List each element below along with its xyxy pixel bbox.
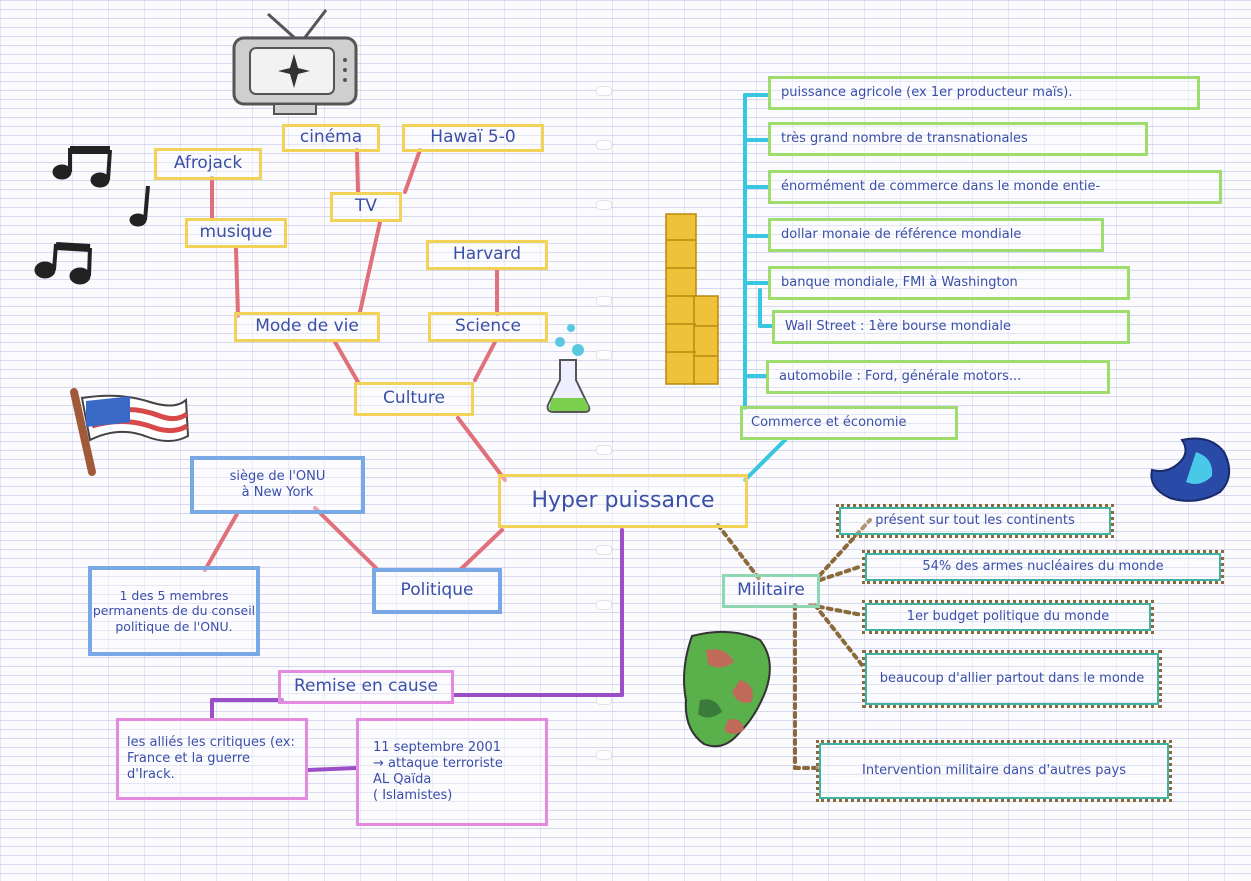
- flask-drawing: [546, 324, 591, 413]
- binder-hole: [596, 200, 612, 210]
- binder-hole: [596, 750, 612, 760]
- camouflage-shape-drawing: [683, 630, 771, 748]
- culture-node: Culture: [354, 382, 474, 416]
- militaire-item-budget: 1er budget politique du monde: [862, 600, 1154, 634]
- politique-node: Politique: [372, 568, 502, 614]
- economie-item-dollar: dollar monaie de référence mondiale: [768, 218, 1104, 252]
- militaire-item-alliers: beaucoup d'allier partout dans le monde: [862, 650, 1162, 708]
- sept-line-4: ( Islamistes): [373, 788, 453, 804]
- economie-item-commerce: énormément de commerce dans le monde ent…: [768, 170, 1222, 204]
- sept-line-1: 11 septembre 2001: [373, 739, 501, 755]
- economie-item-automobile: automobile : Ford, générale motors...: [766, 360, 1110, 394]
- militaire-item-armes: 54% des armes nucléaires du monde: [862, 550, 1224, 584]
- siege-line-2: à New York: [241, 485, 314, 500]
- gold-bars-drawing: [665, 213, 719, 385]
- music-notes-drawing: [34, 146, 150, 285]
- musique-node: musique: [185, 218, 287, 248]
- remise-links: [210, 528, 624, 772]
- militaire-links: [716, 518, 872, 770]
- remise-en-cause-node: Remise en cause: [278, 670, 454, 704]
- cinema-node: cinéma: [282, 124, 380, 152]
- sept-line-2: → attaque terroriste: [373, 755, 503, 771]
- binder-hole: [596, 445, 612, 455]
- tv-node: TV: [330, 192, 402, 222]
- binder-hole: [596, 86, 612, 96]
- economie-item-banque: banque mondiale, FMI à Washington: [768, 266, 1130, 300]
- militaire-node: Militaire: [722, 574, 820, 608]
- science-node: Science: [428, 312, 548, 342]
- 11-septembre-node: 11 septembre 2001 → attaque terroriste A…: [356, 718, 548, 826]
- blue-shape-drawing: [1150, 437, 1231, 502]
- binder-hole: [596, 545, 612, 555]
- binder-hole: [596, 600, 612, 610]
- commerce-economie-node: Commerce et économie: [740, 406, 958, 440]
- hawaii-node: Hawaï 5-0: [402, 124, 544, 152]
- mode-de-vie-node: Mode de vie: [234, 312, 380, 342]
- economie-item-wall-street: Wall Street : 1ère bourse mondiale: [772, 310, 1130, 344]
- binder-hole: [596, 140, 612, 150]
- economie-item-transnationales: très grand nombre de transnationales: [768, 122, 1148, 156]
- siege-line-1: siège de l'ONU: [229, 468, 326, 484]
- economie-item-agricole: puissance agricole (ex 1er producteur ma…: [768, 76, 1200, 110]
- afrojack-node: Afrojack: [154, 148, 262, 180]
- culture-links: [210, 148, 507, 482]
- sept-line-3: AL Qaïda: [373, 772, 432, 787]
- membres-permanents-node: 1 des 5 membres permanents de du conseil…: [88, 566, 260, 656]
- us-flag-drawing: [70, 388, 190, 476]
- allies-critiques-node: les alliés les critiques (ex: France et …: [116, 718, 308, 800]
- economie-links: [743, 93, 787, 482]
- militaire-item-continents: présent sur tout les continents: [836, 504, 1114, 538]
- tv-drawing: [232, 9, 358, 115]
- binder-hole: [596, 296, 612, 306]
- siege-onu-node: siège de l'ONU à New York: [190, 456, 365, 514]
- politique-links: [203, 506, 504, 572]
- militaire-item-intervention: Intervention militaire dans d'autres pay…: [816, 740, 1172, 802]
- binder-hole: [596, 350, 612, 360]
- harvard-node: Harvard: [426, 240, 548, 270]
- center-node: Hyper puissance: [498, 474, 748, 528]
